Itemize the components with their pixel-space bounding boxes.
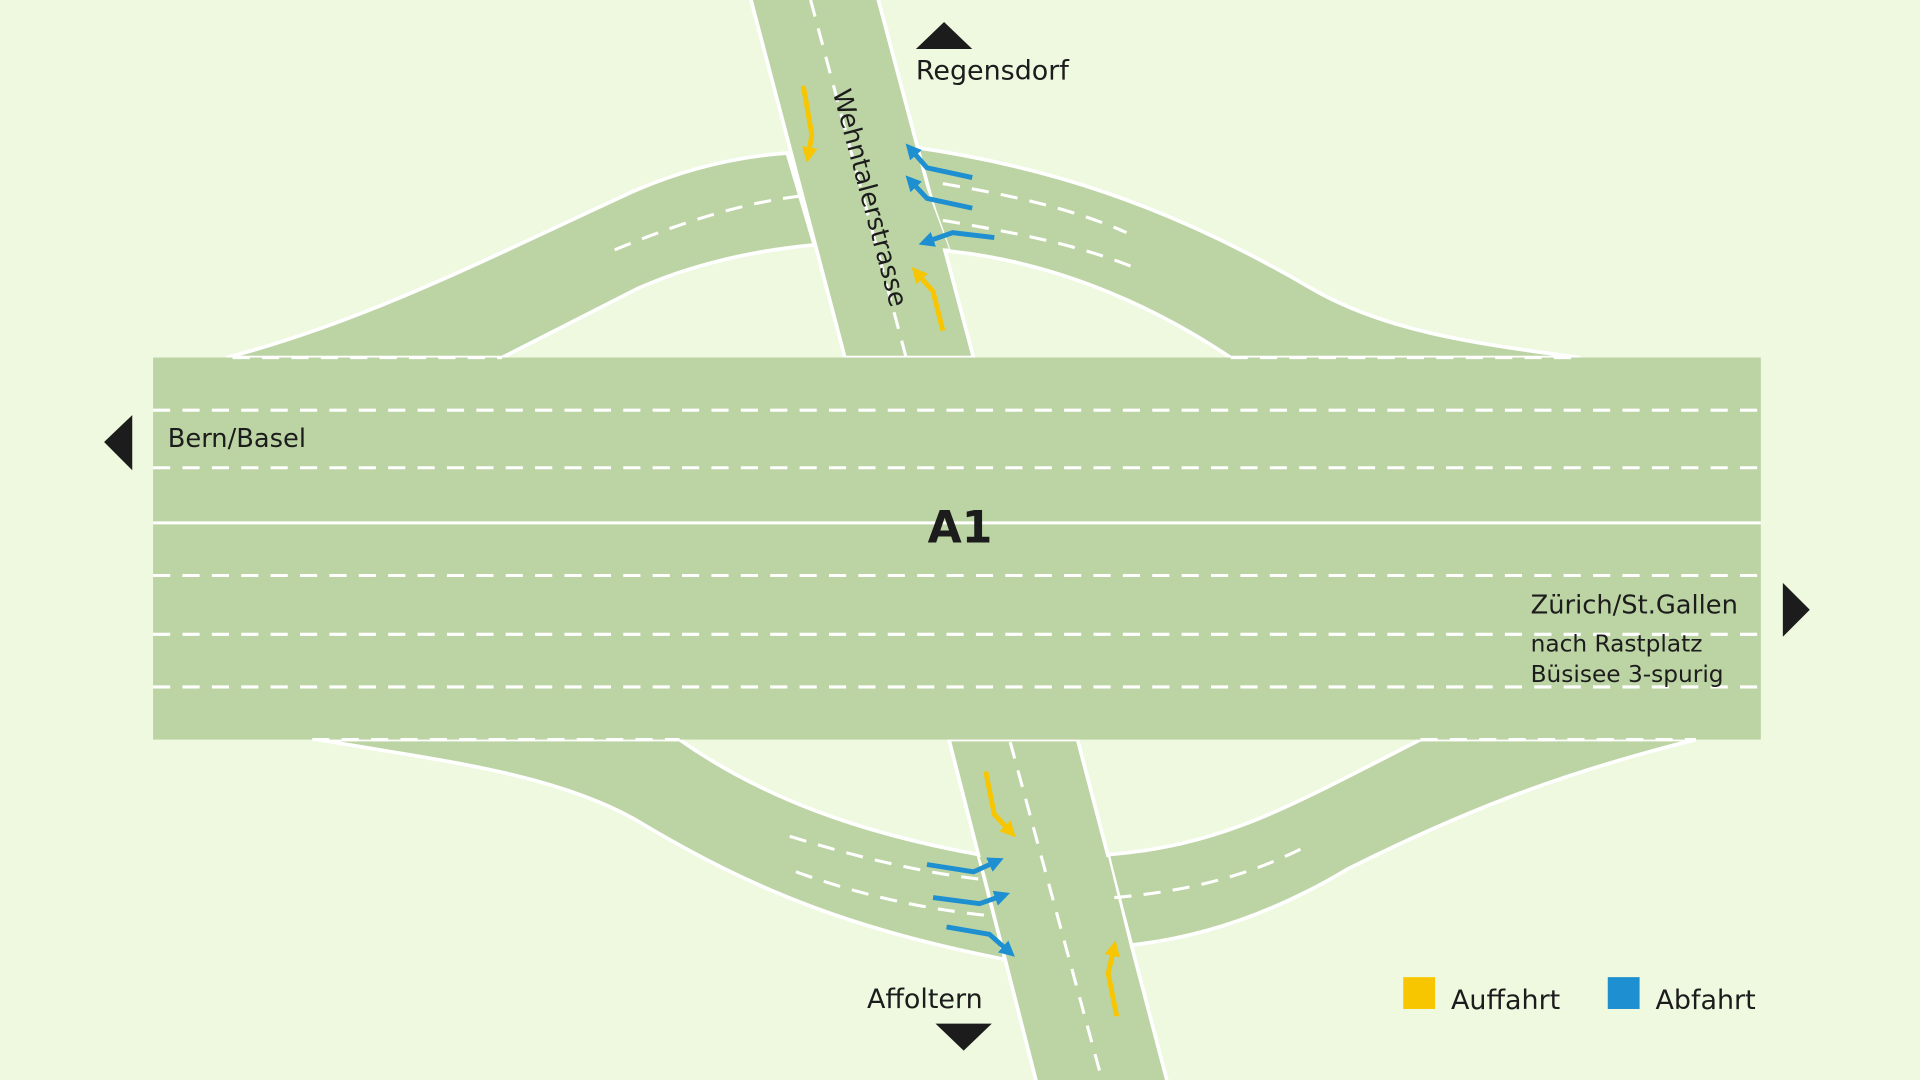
- arrow-south-icon: [935, 1023, 992, 1051]
- label-east-note-2: Büsisee 3-spurig: [1531, 661, 1724, 688]
- label-east-note-1: nach Rastplatz: [1531, 630, 1703, 657]
- label-west: Bern/Basel: [168, 424, 306, 454]
- exit-arrow: [932, 890, 1010, 907]
- legend-label-entry: Auffahrt: [1451, 985, 1560, 1016]
- legend-swatch-entry: [1403, 977, 1436, 1009]
- arrow-north-icon: [915, 22, 973, 49]
- arrow-east-icon: [1782, 582, 1810, 637]
- exit-arrows: [905, 143, 1015, 957]
- exit-arrow: [946, 924, 1015, 957]
- lane-markings: [153, 0, 1761, 1080]
- entry-arrow: [800, 85, 818, 163]
- motorway-label: A1: [928, 502, 993, 553]
- ramp-top-right: [909, 144, 1580, 360]
- ramp-bottom-right: [1105, 737, 1697, 948]
- legend-label-exit: Abfahrt: [1656, 985, 1756, 1016]
- legend-swatch-exit: [1607, 977, 1640, 1009]
- arrow-west-icon: [104, 415, 133, 471]
- legend: Auffahrt Abfahrt: [1403, 977, 1756, 1016]
- entry-arrow: [911, 267, 946, 332]
- label-east: Zürich/St.Gallen: [1531, 590, 1738, 620]
- exit-arrow: [926, 857, 1004, 875]
- label-north: Regensdorf: [916, 56, 1069, 87]
- label-south: Affoltern: [867, 984, 983, 1015]
- exit-arrow: [905, 143, 973, 180]
- exit-arrow: [918, 230, 995, 247]
- entry-arrows: [800, 85, 1120, 1017]
- entry-arrow: [983, 770, 1016, 838]
- ramp-top-left: [226, 151, 817, 360]
- exit-arrow: [905, 175, 973, 211]
- ramp-bottom-left: [318, 737, 1017, 964]
- a1-motorway: [153, 357, 1761, 740]
- entry-arrow: [1104, 940, 1120, 1017]
